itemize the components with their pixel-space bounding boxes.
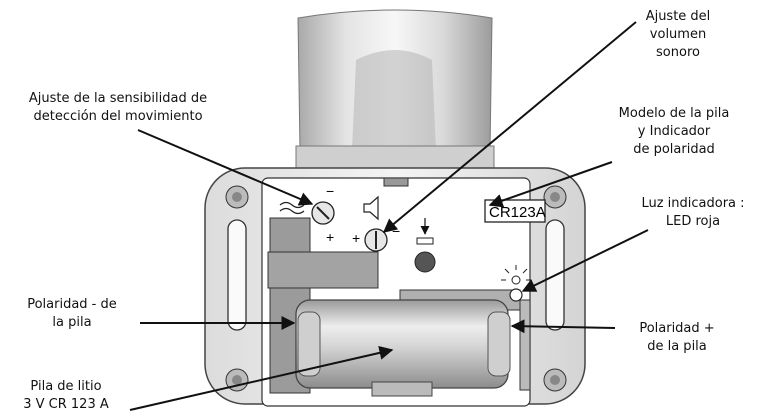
test-button-icon[interactable] [416,218,434,245]
arrow-battery [129,345,394,411]
label-battery-model: Modelo de la pila y Indicador de polarid… [618,106,730,157]
label-polarity-plus: Polaridad + de la pila [639,321,715,354]
label-polarity-minus: Polaridad - de la pila [27,297,117,330]
sens-plus-sign: + [326,229,334,245]
arrow-battery-model [488,161,613,208]
arrow-sensitivity [137,129,314,206]
arrow-polarity-plus [510,319,616,334]
arrow-volume [382,21,637,233]
led-indicator [501,265,531,302]
sens-minus-sign: − [326,183,334,199]
arrow-led [521,229,649,292]
label-led: Luz indicadora : LED roja [641,196,745,229]
vol-plus-sign: + [352,230,360,246]
sensitivity-potentiometer[interactable]: − + [279,183,335,245]
label-battery: Pila de litio 3 V CR 123 A [23,379,109,412]
battery [295,299,511,397]
label-volume: Ajuste del volumen sonoro [645,9,711,60]
label-sensitivity: Ajuste de la sensibilidad de detección d… [28,91,208,124]
speaker-dome [295,9,495,169]
leader-lines [129,21,649,411]
battery-marking: CR123A [489,204,546,221]
